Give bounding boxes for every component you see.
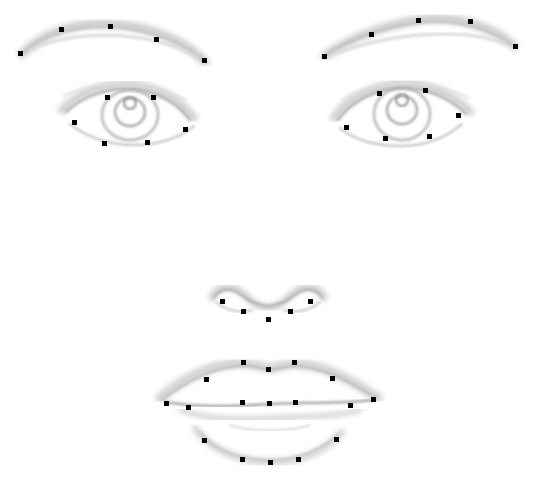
landmark-point [59,27,64,32]
landmark-point [348,403,353,408]
landmark-point [268,460,273,465]
landmark-point [267,401,272,406]
right-eyebrow-sketch [320,14,519,61]
landmark-point [468,19,473,24]
landmark-point [102,141,107,146]
landmark-point [513,44,518,49]
landmark-point [427,134,432,139]
landmark-point [220,299,225,304]
landmark-point [322,54,327,59]
left-eye-sketch [58,80,198,146]
landmark-point [371,397,376,402]
landmark-point [293,400,298,405]
landmark-point [105,95,110,100]
landmark-point [266,317,271,322]
landmark-point [383,136,388,141]
landmark-point [18,51,23,56]
landmark-point [344,125,349,130]
landmark-point [423,88,428,93]
landmark-point [108,24,113,29]
landmark-point [308,299,313,304]
landmark-point [145,140,150,145]
landmark-point [334,437,339,442]
landmark-point [456,113,461,118]
landmark-point [202,438,207,443]
landmark-point [330,376,335,381]
landmark-point [288,309,293,314]
landmark-point [183,127,188,132]
landmark-point [296,457,301,462]
landmark-point [241,309,246,314]
landmark-point [240,457,245,462]
landmark-point [292,360,297,365]
landmark-point [154,37,159,42]
landmark-points [18,18,518,465]
landmark-point [416,18,421,23]
landmark-point [377,91,382,96]
landmark-point [202,58,207,63]
nose-sketch [208,283,328,313]
landmark-point [72,120,77,125]
landmark-point [151,95,156,100]
right-eye-sketch [330,79,474,147]
landmark-point [240,400,245,405]
landmark-point [241,360,246,365]
landmark-point [266,367,271,372]
landmark-point [369,32,374,37]
landmark-point [164,401,169,406]
landmark-point [204,377,209,382]
landmark-point [186,405,191,410]
